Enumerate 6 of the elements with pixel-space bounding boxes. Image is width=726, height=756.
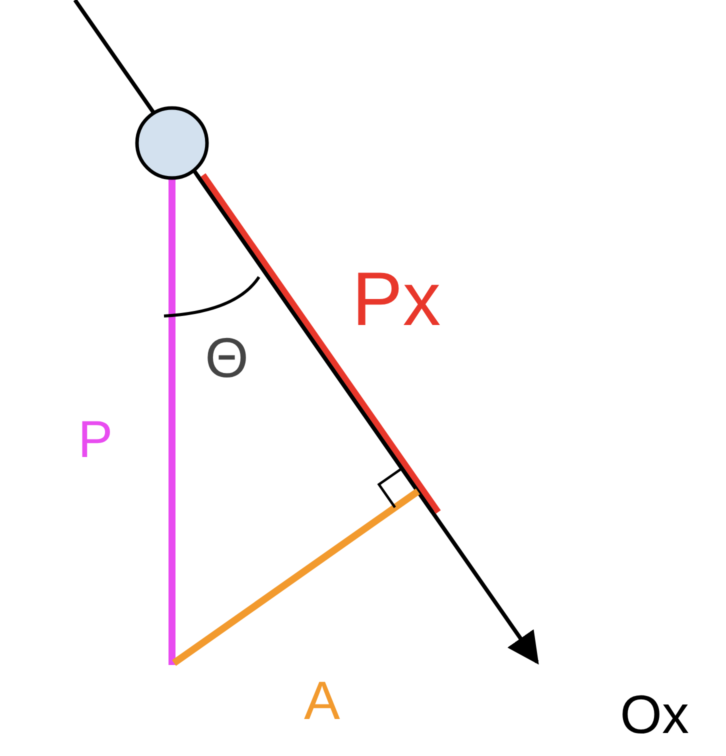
ball	[135, 106, 209, 180]
component-label: A	[304, 674, 340, 728]
axis-label: Ox	[620, 688, 690, 742]
weight-label: P	[78, 414, 113, 466]
angle-label: Θ	[205, 330, 249, 386]
component-label: Px	[352, 262, 441, 338]
